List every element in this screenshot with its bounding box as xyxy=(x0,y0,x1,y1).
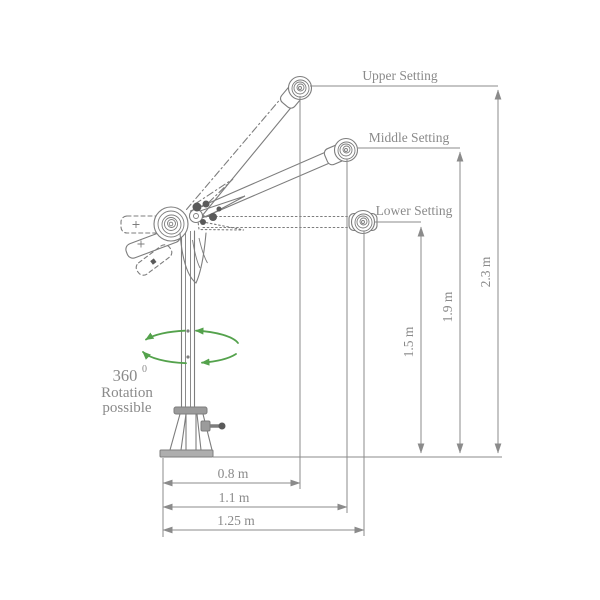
mast-head-bracket xyxy=(179,232,208,284)
plus-mark-icon xyxy=(137,240,145,248)
height-2-3-label: 2.3 m xyxy=(478,256,493,287)
lower-setting-label: Lower Setting xyxy=(376,203,453,218)
reach-dimension-lines xyxy=(162,479,365,534)
upper-setting-label: Upper Setting xyxy=(362,68,438,83)
setting-leader-lines xyxy=(310,85,498,223)
reach-0-8-label: 0.8 m xyxy=(218,466,249,481)
bracket-slot xyxy=(198,237,208,264)
mast xyxy=(180,230,196,408)
pulley-lower xyxy=(348,209,378,235)
arm-middle-setting xyxy=(189,143,348,222)
middle-setting-label: Middle Setting xyxy=(369,130,450,145)
rotation-degrees-label: 360 xyxy=(113,366,138,385)
crank-handle xyxy=(200,420,226,432)
rotation-note-line2: Rotation xyxy=(101,385,153,401)
square-mark-icon xyxy=(150,258,157,265)
reach-extension-lines xyxy=(162,96,365,537)
rotation-note-line3: possible xyxy=(102,400,152,416)
height-1-5-label: 1.5 m xyxy=(401,326,416,357)
rotation-degrees-sup: 0 xyxy=(142,364,147,375)
pivot-fittings xyxy=(188,200,222,225)
plus-mark-icon xyxy=(132,221,140,228)
base-stand xyxy=(159,413,226,458)
mast-dot-back xyxy=(186,355,190,359)
reach-1-1-label: 1.1 m xyxy=(219,490,250,505)
rear-arm-upper-position xyxy=(135,244,173,276)
reach-1-25-label: 1.25 m xyxy=(217,513,255,528)
height-dimension-lines xyxy=(213,89,502,458)
arm-brace-lower xyxy=(197,220,245,231)
rotation-note: 360 0 Rotation possible xyxy=(101,364,153,416)
winch-drum xyxy=(153,206,189,242)
mast-dot-front xyxy=(186,329,190,333)
pulley-upper xyxy=(279,75,313,109)
base-plate xyxy=(159,449,214,458)
pulley-middle xyxy=(323,137,359,166)
mast-collar xyxy=(173,406,208,415)
bracket-slot xyxy=(192,239,201,269)
height-1-9-label: 1.9 m xyxy=(440,291,455,322)
rotation-arrows-icon xyxy=(142,327,239,366)
arm-lower-setting xyxy=(197,215,353,231)
